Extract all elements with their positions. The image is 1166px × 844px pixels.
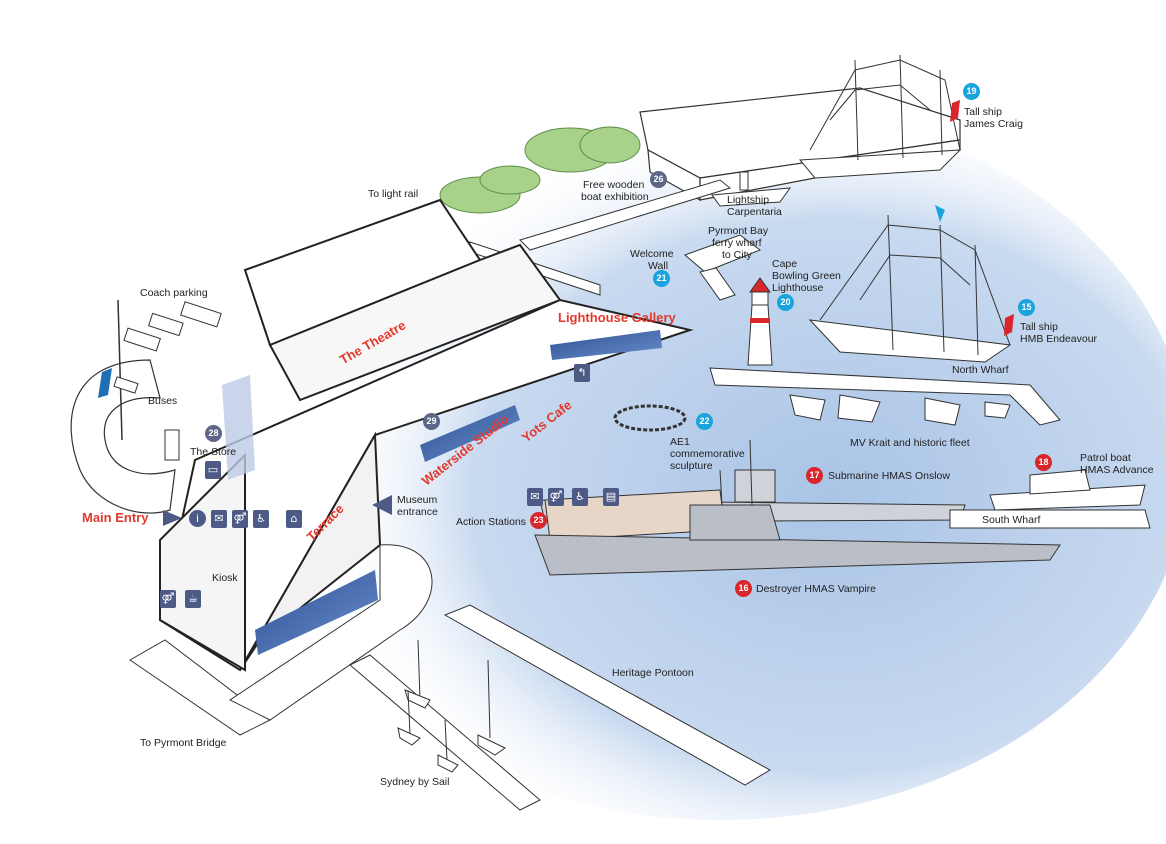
main-museum-building [158, 198, 694, 672]
cape-bowling-label-2: Bowling Green [772, 270, 841, 282]
museum-entrance-label-1: Museum [397, 494, 438, 506]
trees [439, 126, 641, 214]
the-store-label: The Store [190, 446, 237, 458]
north-wharf [709, 367, 1061, 426]
marker-26[interactable]: 26 [650, 171, 667, 188]
main-entry-label: Main Entry [82, 510, 149, 525]
action-stations-label: Action Stations [456, 516, 527, 528]
museum-entrance-ticket-icon: ✉ [527, 488, 543, 506]
store-glass [222, 375, 255, 480]
patrol-boat-label-2: HMAS Advance [1080, 464, 1154, 476]
james-craig-flag [950, 100, 960, 122]
ferry-wharf-label-2: ferry wharf [712, 237, 762, 249]
james-craig-label-1: Tall ship [964, 106, 1002, 118]
flag [98, 368, 112, 398]
accessible-icon: ♿ [253, 510, 269, 528]
museum-entrance-label-2: entrance [397, 506, 438, 518]
marker-17[interactable]: 17 [806, 467, 823, 484]
south-wharf-label: South Wharf [982, 514, 1041, 526]
mv-krait-label: MV Krait and historic fleet [850, 437, 970, 449]
lightship [711, 171, 792, 207]
lightship-label-2: Carpentaria [727, 206, 782, 218]
submarine-label: Submarine HMAS Onslow [828, 470, 950, 482]
sydney-by-sail-label: Sydney by Sail [380, 776, 450, 788]
kiosk-toilets-icon: ⚤ [160, 590, 176, 608]
ae1-label-2: commemorative [670, 448, 745, 460]
museum-entrance-arrow [372, 495, 392, 515]
james-craig-label-2: James Craig [964, 118, 1023, 130]
pyrmont-ferry-wharf [684, 234, 762, 301]
destroyer-hmas-vampire [534, 439, 1061, 576]
lighthouse-gallery-label: Lighthouse Gallery [558, 310, 676, 325]
welcome-wall-label-1: Welcome [630, 248, 674, 260]
free-wooden-label-2: boat exhibition [581, 191, 649, 203]
free-wooden-label-1: Free wooden [583, 179, 645, 191]
tall-ship-hmb-endeavour [808, 214, 1012, 363]
museum-entrance-toilets-icon: ⚤ [548, 488, 564, 506]
ae1-label-3: sculpture [670, 460, 713, 472]
marker-29[interactable]: 29 [423, 413, 440, 430]
cape-bowling-label-1: Cape [772, 258, 798, 270]
lift-icon: ↰ [574, 364, 590, 382]
patrol-boat-hmas-advance [989, 469, 1146, 511]
cape-bowling-green-lighthouse [747, 277, 773, 366]
bus-road-loop [70, 359, 176, 514]
yachts [397, 639, 506, 773]
store-icon: ▭ [205, 461, 221, 479]
ferry-wharf-label-1: Pyrmont Bay [708, 225, 769, 237]
heritage-pontoon [443, 604, 772, 786]
coach-parking-label: Coach parking [140, 287, 208, 299]
marker-21[interactable]: 21 [653, 270, 670, 287]
ae1-sculpture [613, 404, 687, 432]
flag-pole [117, 299, 123, 441]
baby-change-icon: ▤ [603, 488, 619, 506]
buses-label: Buses [148, 395, 178, 407]
lightship-label-1: Lightship [727, 194, 770, 206]
cape-bowling-label-3: Lighthouse [772, 282, 824, 294]
to-light-rail-label: To light rail [368, 188, 419, 200]
waterside-studio-glass [420, 405, 520, 462]
south-wharf [949, 509, 1151, 529]
ferry-wharf-label-3: to City [722, 249, 752, 261]
marker-18[interactable]: 18 [1035, 454, 1052, 471]
endeavour-label-2: HMB Endeavour [1020, 333, 1098, 345]
ticket-icon: ✉ [211, 510, 227, 528]
sydney-by-sail-pontoon [349, 654, 541, 811]
marker-28[interactable]: 28 [205, 425, 222, 442]
lighthouse-gallery-glass [550, 330, 662, 360]
coach-parking-buses [113, 301, 222, 461]
kiosk-label: Kiosk [212, 572, 238, 584]
ae1-label-1: AE1 [670, 436, 690, 448]
marker-16[interactable]: 16 [735, 580, 752, 597]
marker-19[interactable]: 19 [963, 83, 980, 100]
patrol-boat-label-1: Patrol boat [1080, 452, 1131, 464]
endeavour-label-1: Tall ship [1020, 321, 1058, 333]
destroyer-label: Destroyer HMAS Vampire [756, 583, 877, 595]
north-wharf-label: North Wharf [952, 364, 1009, 376]
marker-22[interactable]: 22 [696, 413, 713, 430]
marker-23[interactable]: 23 [530, 512, 547, 529]
toilets-icon: ⚤ [232, 510, 248, 528]
endeavour-flag [1004, 314, 1014, 336]
endeavour-pennant [935, 205, 945, 222]
main-entry-arrow [163, 510, 182, 526]
heritage-pontoon-label: Heritage Pontoon [612, 667, 694, 679]
museum-entrance-accessible-icon: ♿ [572, 488, 588, 506]
tall-ship-james-craig [798, 54, 962, 179]
to-pyrmont-bridge-label: To Pyrmont Bridge [140, 737, 227, 749]
cloakroom-icon: ⌂ [286, 510, 302, 528]
marker-15[interactable]: 15 [1018, 299, 1035, 316]
info-icon: i [189, 510, 206, 527]
cafe-icon: ☕ [185, 590, 201, 608]
terrace-promenade [229, 544, 433, 721]
marker-20[interactable]: 20 [777, 294, 794, 311]
welcome-wall-label-2: Wall [648, 260, 669, 272]
terrace-glass [255, 570, 378, 655]
